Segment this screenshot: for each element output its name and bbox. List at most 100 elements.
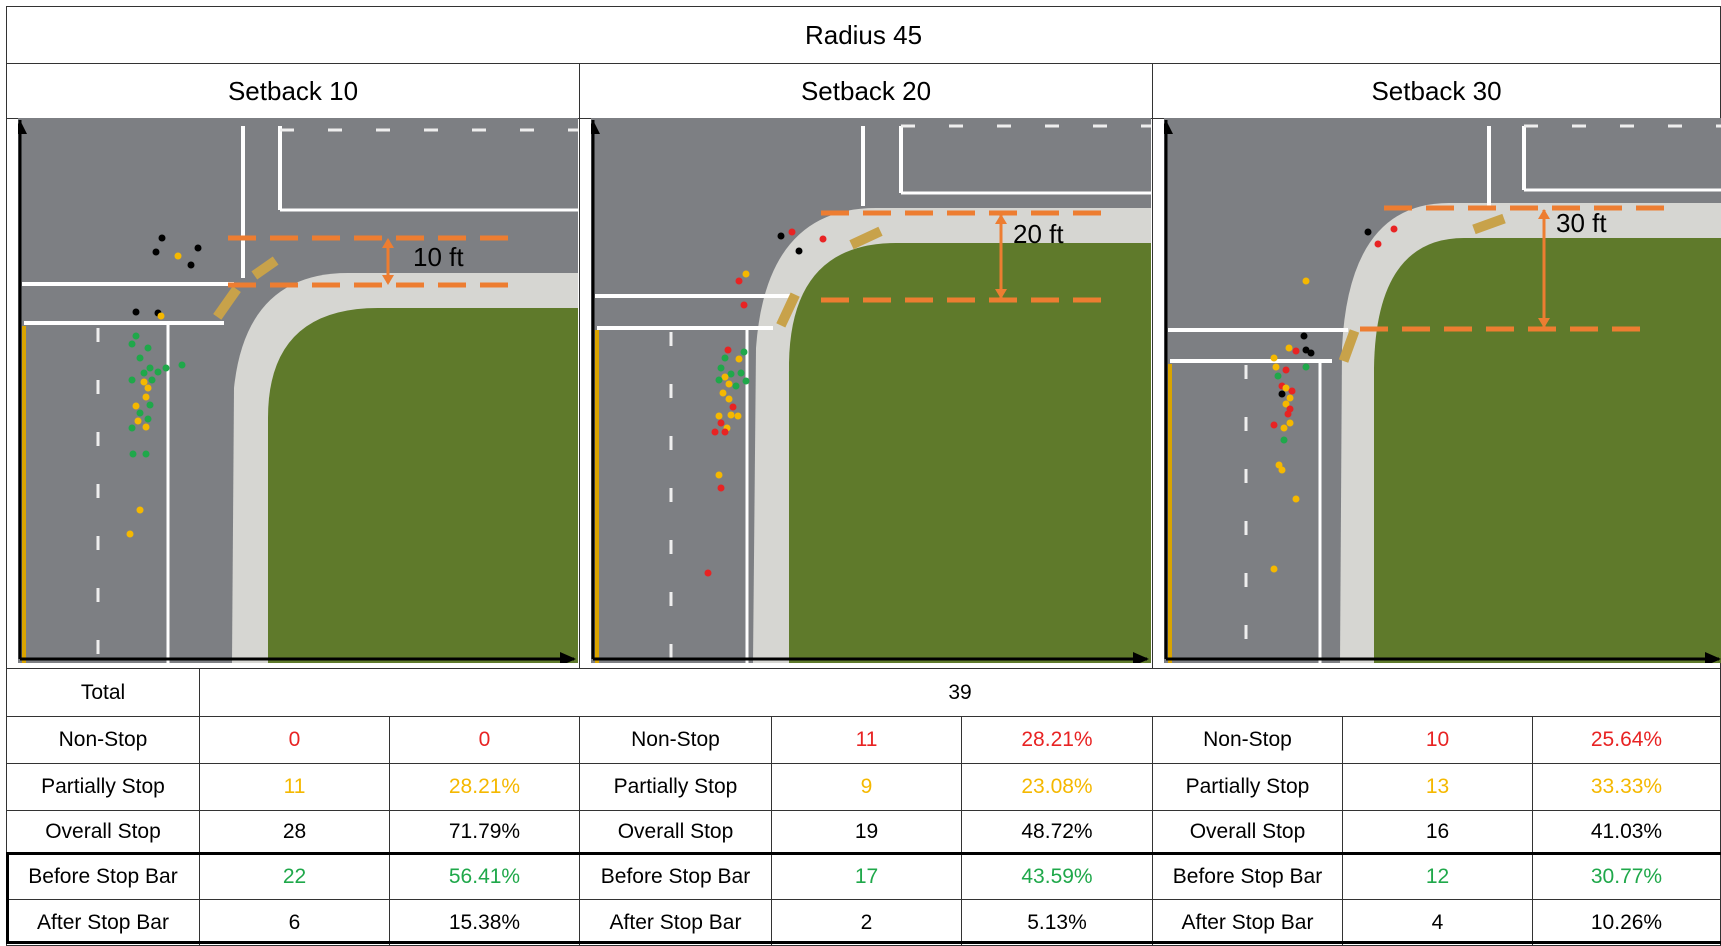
row-label-text: Overall Stop bbox=[1189, 820, 1306, 843]
dimension-label: 10 ft bbox=[413, 242, 464, 272]
row-label-text: Non-Stop bbox=[58, 728, 148, 751]
value: 28.21% bbox=[448, 775, 521, 798]
scatter-points bbox=[704, 228, 827, 577]
value: 6 bbox=[288, 910, 301, 934]
overall-count-s10: 28 bbox=[199, 810, 390, 854]
row-label: Partially Stop bbox=[579, 763, 772, 811]
overall-pct-s20: 48.72% bbox=[961, 810, 1153, 854]
row-label-text: After Stop Bar bbox=[1181, 910, 1314, 934]
value: 19 bbox=[854, 820, 879, 843]
overall-pct-s30: 41.03% bbox=[1532, 810, 1721, 854]
value: 10.26% bbox=[1590, 910, 1663, 934]
row-label-text: After Stop Bar bbox=[37, 910, 169, 934]
value: 56.41% bbox=[448, 864, 521, 888]
dimension-label: 30 ft bbox=[1556, 208, 1607, 238]
value: 5.13% bbox=[1027, 910, 1087, 934]
header-label: Setback 30 bbox=[1371, 75, 1502, 106]
title-cell: Radius 45 bbox=[6, 6, 1721, 64]
value: 12 bbox=[1425, 864, 1450, 888]
value: 0 bbox=[288, 728, 301, 751]
row-label-text: Non-Stop bbox=[631, 728, 720, 751]
row-label-text: Before Stop Bar bbox=[1172, 864, 1323, 888]
partial-pct-s30: 33.33% bbox=[1532, 763, 1721, 811]
value: 11 bbox=[283, 775, 306, 798]
value: 28.21% bbox=[1021, 728, 1093, 751]
before-pct-s20: 43.59% bbox=[961, 853, 1153, 900]
overall-count-s30: 16 bbox=[1342, 810, 1533, 854]
intersection-diagram-setback-20: 20 ft bbox=[591, 118, 1151, 663]
value: 22 bbox=[282, 864, 307, 888]
before-count-s20: 17 bbox=[771, 853, 962, 900]
scatter-points bbox=[1270, 225, 1398, 573]
total-value-cell: 39 bbox=[199, 668, 1721, 717]
overall-pct-s10: 71.79% bbox=[389, 810, 580, 854]
value: 0 bbox=[478, 728, 491, 751]
dimension-label: 20 ft bbox=[1013, 219, 1064, 249]
row-label-text: Overall Stop bbox=[617, 820, 734, 843]
partial-count-s30: 13 bbox=[1342, 763, 1533, 811]
scatter-points bbox=[126, 234, 202, 538]
row-label: Before Stop Bar bbox=[6, 853, 200, 900]
header-setback-10: Setback 10 bbox=[6, 63, 580, 119]
total-value: 39 bbox=[948, 680, 972, 704]
partial-count-s10: 11 bbox=[199, 763, 390, 811]
nonstop-pct-s20: 28.21% bbox=[961, 716, 1153, 764]
header-label: Setback 20 bbox=[800, 75, 932, 106]
row-label-text: Partially Stop bbox=[613, 775, 738, 798]
row-label: Overall Stop bbox=[1152, 810, 1343, 854]
after-count-s20: 2 bbox=[771, 899, 962, 946]
row-label-text: Non-Stop bbox=[1203, 728, 1292, 751]
value: 23.08% bbox=[1021, 775, 1093, 798]
value: 33.33% bbox=[1590, 775, 1663, 798]
row-label: Before Stop Bar bbox=[579, 853, 772, 900]
nonstop-count-s20: 11 bbox=[771, 716, 962, 764]
after-count-s30: 4 bbox=[1342, 899, 1533, 946]
after-pct-s10: 15.38% bbox=[389, 899, 580, 946]
value: 9 bbox=[860, 775, 873, 798]
header-label: Setback 10 bbox=[227, 75, 359, 106]
value: 71.79% bbox=[448, 820, 521, 843]
value: 4 bbox=[1431, 910, 1444, 934]
row-label-text: Overall Stop bbox=[45, 820, 161, 843]
row-label: Partially Stop bbox=[6, 763, 200, 811]
value: 28 bbox=[282, 820, 307, 843]
value: 41.03% bbox=[1590, 820, 1663, 843]
value: 15.38% bbox=[448, 910, 521, 934]
row-label: After Stop Bar bbox=[579, 899, 772, 946]
before-pct-s30: 30.77% bbox=[1532, 853, 1721, 900]
value: 16 bbox=[1425, 820, 1450, 843]
row-label: Non-Stop bbox=[6, 716, 200, 764]
value: 43.59% bbox=[1021, 864, 1093, 888]
nonstop-count-s10: 0 bbox=[199, 716, 390, 764]
value: 2 bbox=[860, 910, 873, 934]
row-label: Partially Stop bbox=[1152, 763, 1343, 811]
total-label: Total bbox=[80, 680, 126, 704]
before-count-s10: 22 bbox=[199, 853, 390, 900]
row-label-text: Before Stop Bar bbox=[600, 864, 751, 888]
value: 25.64% bbox=[1590, 728, 1663, 751]
row-label: Overall Stop bbox=[579, 810, 772, 854]
nonstop-pct-s10: 0 bbox=[389, 716, 580, 764]
intersection-diagram-setback-30: 30 ft bbox=[1164, 118, 1721, 663]
row-label: Overall Stop bbox=[6, 810, 200, 854]
overall-count-s20: 19 bbox=[771, 810, 962, 854]
partial-pct-s20: 23.08% bbox=[961, 763, 1153, 811]
row-label-text: Before Stop Bar bbox=[28, 864, 178, 888]
nonstop-pct-s30: 25.64% bbox=[1532, 716, 1721, 764]
row-label: Non-Stop bbox=[579, 716, 772, 764]
row-label-text: After Stop Bar bbox=[609, 910, 742, 934]
intersection-diagram-setback-10: 10 ft bbox=[18, 118, 578, 663]
row-label: Before Stop Bar bbox=[1152, 853, 1343, 900]
before-pct-s10: 56.41% bbox=[389, 853, 580, 900]
value: 13 bbox=[1425, 775, 1450, 798]
row-label: After Stop Bar bbox=[1152, 899, 1343, 946]
row-label: Non-Stop bbox=[1152, 716, 1343, 764]
after-count-s10: 6 bbox=[199, 899, 390, 946]
value: 10 bbox=[1425, 728, 1450, 751]
row-label-text: Partially Stop bbox=[41, 775, 165, 798]
value: 48.72% bbox=[1021, 820, 1093, 843]
row-label-text: Partially Stop bbox=[1185, 775, 1310, 798]
before-count-s30: 12 bbox=[1342, 853, 1533, 900]
after-pct-s30: 10.26% bbox=[1532, 899, 1721, 946]
value: 30.77% bbox=[1590, 864, 1663, 888]
